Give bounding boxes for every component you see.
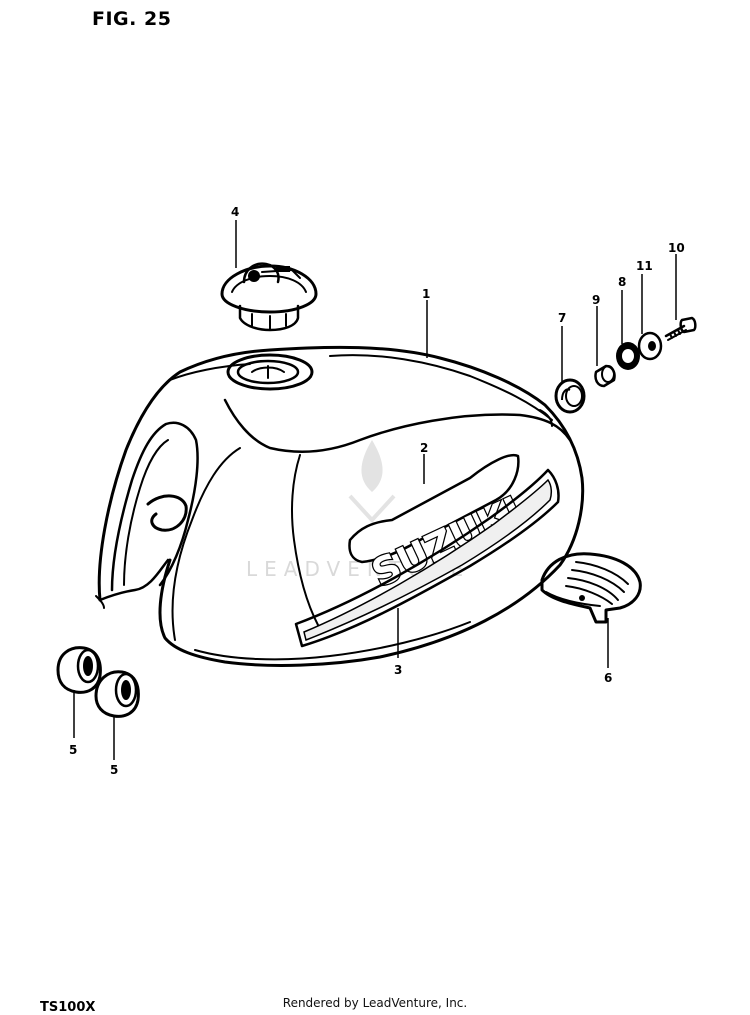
bolt[interactable] [664, 316, 697, 341]
callout-8: 8 [618, 275, 626, 289]
fuel-cap[interactable] [220, 262, 318, 332]
mount-cushion[interactable] [554, 378, 586, 414]
callout-4: 4 [231, 205, 239, 219]
tank-mount-rubber[interactable] [540, 552, 642, 624]
callout-7: 7 [558, 311, 566, 325]
filler-neck [226, 353, 314, 391]
spacer-collar[interactable] [594, 364, 616, 388]
callout-11: 11 [636, 259, 653, 273]
callout-labels: 1 2 3 4 5 5 6 7 8 9 10 11 [69, 205, 685, 777]
callout-3: 3 [394, 663, 402, 677]
washer[interactable] [616, 342, 640, 370]
tank-cushion-b[interactable] [94, 670, 140, 718]
credit-line: Rendered by LeadVenture, Inc. [282, 996, 468, 1010]
callout-10: 10 [668, 241, 685, 255]
plain-washer[interactable] [637, 331, 663, 361]
callout-2: 2 [420, 441, 428, 455]
callout-5a: 5 [69, 743, 77, 757]
model-code: TS100X [40, 1000, 96, 1015]
fuel-tank[interactable] [95, 345, 585, 667]
callout-6: 6 [604, 671, 612, 685]
figure-title: FIG. 25 [92, 8, 172, 30]
callout-5b: 5 [110, 763, 118, 777]
tank-cushion-a[interactable] [56, 646, 102, 694]
leader-lines [73, 220, 677, 760]
callout-9: 9 [592, 293, 600, 307]
callout-1: 1 [422, 287, 430, 301]
stripe-decal[interactable] [294, 468, 560, 648]
leadventure-watermark: LEADVENTURE [246, 440, 463, 581]
